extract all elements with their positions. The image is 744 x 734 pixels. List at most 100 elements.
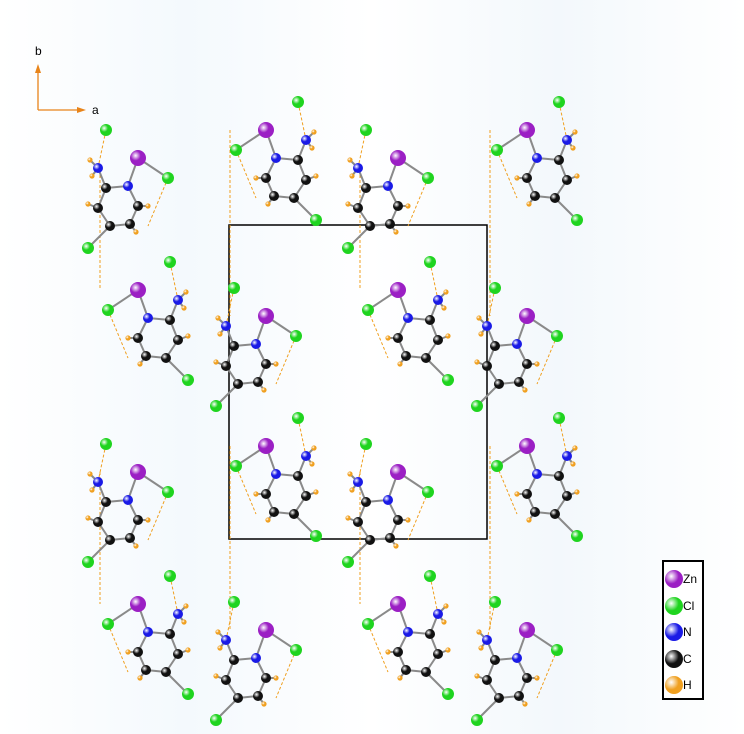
h-atom [349, 487, 355, 493]
c-atom [293, 155, 303, 165]
n-atom [301, 135, 311, 145]
zn-atom [519, 122, 535, 138]
cl-atom [102, 618, 114, 630]
h-atom [181, 305, 187, 311]
hydrogen-bond [486, 601, 496, 641]
hydrogen-bond [225, 601, 235, 641]
h-atom [313, 489, 319, 495]
cl-atom [471, 400, 483, 412]
c-atom [173, 335, 183, 345]
h-atom [397, 675, 403, 681]
h-atom [213, 359, 219, 365]
n-atom [482, 321, 492, 331]
c-atom [393, 647, 403, 657]
h-atom [478, 645, 484, 651]
c-atom [101, 183, 111, 193]
cl-atom [228, 282, 240, 294]
cl-atom [210, 400, 222, 412]
zn-atom [130, 464, 146, 480]
cl-atom [182, 374, 194, 386]
c-atom [365, 535, 375, 545]
c-atom [105, 221, 115, 231]
c-atom [522, 489, 532, 499]
cl-atom [424, 256, 436, 268]
hydrogen-bond [297, 417, 307, 457]
cl-atom [164, 570, 176, 582]
cl-atom [489, 282, 501, 294]
hydrogen-bond [496, 465, 518, 515]
h-atom [474, 359, 480, 365]
c-atom [229, 655, 239, 665]
c-atom [361, 183, 371, 193]
legend-item-zn: Zn [665, 566, 702, 593]
c-atom [261, 359, 271, 369]
c-atom [361, 497, 371, 507]
n-atom [93, 477, 103, 487]
h-atom [273, 361, 279, 367]
c-atom [253, 377, 263, 387]
cl-atom [491, 144, 503, 156]
n-atom [251, 339, 261, 349]
c-atom [421, 667, 431, 677]
h-atom [181, 619, 187, 625]
h-atom [349, 173, 355, 179]
cl-atom [360, 124, 372, 136]
n-atom [353, 477, 363, 487]
h-atom [347, 471, 353, 477]
a-axis-arrowhead [77, 107, 86, 113]
c-atom [173, 649, 183, 659]
legend-item-c: C [665, 646, 702, 673]
h-atom [572, 445, 578, 451]
c-atom [133, 201, 143, 211]
h-atom [133, 543, 139, 549]
cl-atom [342, 556, 354, 568]
cl-atom [162, 486, 174, 498]
zn-atom [130, 596, 146, 612]
cl-atom [292, 96, 304, 108]
h-atom [261, 701, 267, 707]
zn-atom [390, 282, 406, 298]
n-atom [123, 181, 133, 191]
c-atom [494, 379, 504, 389]
hydrogen-bond [558, 417, 568, 457]
hydrogen-bond [367, 309, 389, 359]
h-atom [183, 289, 189, 295]
cl-atom [471, 714, 483, 726]
h-atom [393, 229, 399, 235]
h-atom [476, 629, 482, 635]
cl-atom [310, 214, 322, 226]
hydrogen-bond [147, 491, 169, 541]
cl-atom [210, 714, 222, 726]
hydrogen-bond [407, 491, 429, 541]
cl-atom [82, 556, 94, 568]
hydrogen-bond [429, 575, 439, 615]
h-atom [478, 331, 484, 337]
axis-indicator: b a [35, 44, 99, 117]
c-atom [253, 691, 263, 701]
cl-atom [164, 256, 176, 268]
cl-atom [182, 688, 194, 700]
n-atom [221, 321, 231, 331]
h-atom [85, 515, 91, 521]
b-axis-label: b [35, 44, 42, 58]
h-atom [534, 675, 540, 681]
c-atom [490, 655, 500, 665]
h-atom [213, 673, 219, 679]
n-atom [173, 609, 183, 619]
cl-atom [422, 486, 434, 498]
hydrogen-bond [429, 261, 439, 301]
h-atom [514, 175, 520, 181]
n-atom [143, 627, 153, 637]
n-atom [271, 153, 281, 163]
h-atom [265, 517, 271, 523]
h-atom [311, 129, 317, 135]
cl-atom [342, 242, 354, 254]
c-atom [421, 353, 431, 363]
cl-atom [228, 596, 240, 608]
c-atom [221, 675, 231, 685]
c-atom [125, 533, 135, 543]
n-atom [93, 163, 103, 173]
legend-item-n: N [665, 619, 702, 646]
c-atom [133, 515, 143, 525]
